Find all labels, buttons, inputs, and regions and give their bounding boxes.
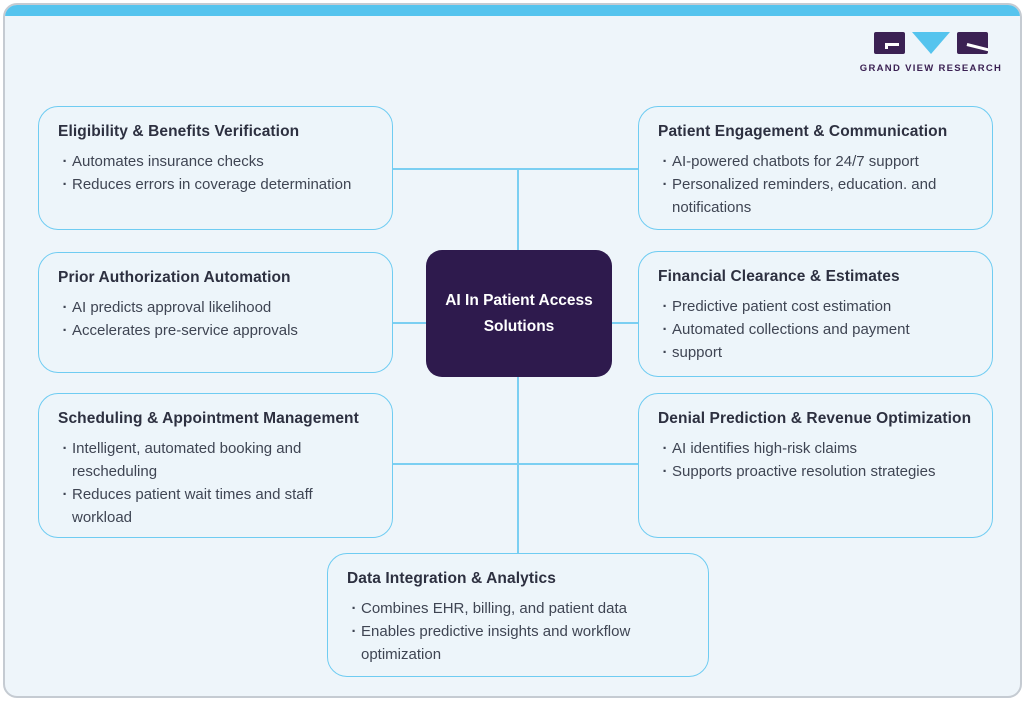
card-prior-authorization-automation: Prior Authorization Automation AI predic… <box>38 252 393 373</box>
logo-g-block-icon <box>874 32 905 54</box>
bullet-list: Predictive patient cost estimation Autom… <box>658 295 974 364</box>
bullet-list: AI identifies high-risk claims Supports … <box>658 437 974 483</box>
bullet-item: AI-powered chatbots for 24/7 support <box>658 150 974 173</box>
bullet-item: Accelerates pre-service approvals <box>58 319 374 342</box>
bullet-dot <box>658 437 672 460</box>
bullet-dot <box>658 295 672 318</box>
card-eligibility-benefits-verification: Eligibility & Benefits Verification Auto… <box>38 106 393 230</box>
card-data-integration-analytics: Data Integration & Analytics Combines EH… <box>327 553 709 677</box>
bullet-dot <box>58 437 72 460</box>
bullet-list: Automates insurance checks Reduces error… <box>58 150 374 196</box>
bullet-item: Enables predictive insights and workflow… <box>347 620 690 666</box>
bullet-list: Intelligent, automated booking and resch… <box>58 437 374 529</box>
connector-mid-left <box>393 322 426 324</box>
bullet-list: AI-powered chatbots for 24/7 support Per… <box>658 150 974 219</box>
bullet-dot <box>658 460 672 483</box>
center-node-ai-patient-access: AI In Patient Access Solutions <box>426 250 612 377</box>
card-title: Prior Authorization Automation <box>58 269 291 286</box>
logo-v-triangle-icon <box>912 32 950 54</box>
bullet-item: Personalized reminders, education. and n… <box>658 173 974 219</box>
card-title: Eligibility & Benefits Verification <box>58 123 300 140</box>
connector-mid-right <box>612 322 640 324</box>
bullet-list: AI predicts approval likelihood Accelera… <box>58 296 374 342</box>
bullet-item: Automates insurance checks <box>58 150 374 173</box>
bullet-dot <box>658 173 672 196</box>
bullet-dot <box>347 620 361 643</box>
card-title: Data Integration & Analytics <box>347 570 556 587</box>
bullet-dot <box>347 597 361 620</box>
bullet-dot <box>58 319 72 342</box>
connector-top-horizontal <box>393 168 640 170</box>
bullet-dot <box>58 150 72 173</box>
bullet-item: Reduces patient wait times and staff wor… <box>58 483 374 529</box>
top-accent-bar <box>5 5 1020 16</box>
bullet-dot <box>58 173 72 196</box>
bullet-dot <box>658 341 672 364</box>
bullet-dot <box>658 150 672 173</box>
card-financial-clearance-estimates: Financial Clearance & Estimates Predicti… <box>638 251 993 377</box>
card-denial-prediction-revenue-optimization: Denial Prediction & Revenue Optimization… <box>638 393 993 538</box>
bullet-item: AI identifies high-risk claims <box>658 437 974 460</box>
card-scheduling-appointment-management: Scheduling & Appointment Management Inte… <box>38 393 393 538</box>
bullet-item: Reduces errors in coverage determination <box>58 173 374 196</box>
bullet-item: Supports proactive resolution strategies <box>658 460 974 483</box>
bullet-item: AI predicts approval likelihood <box>58 296 374 319</box>
bullet-item: Automated collections and payment <box>658 318 974 341</box>
logo-marks <box>858 32 1004 56</box>
grand-view-research-logo: GRAND VIEW RESEARCH <box>858 32 1004 74</box>
card-title: Denial Prediction & Revenue Optimization <box>658 410 972 427</box>
bullet-list: Combines EHR, billing, and patient data … <box>347 597 690 666</box>
center-node-title: AI In Patient Access Solutions <box>445 291 593 335</box>
bullet-item: Intelligent, automated booking and resch… <box>58 437 374 483</box>
bullet-dot <box>658 318 672 341</box>
bullet-item: Predictive patient cost estimation <box>658 295 974 318</box>
logo-r-block-icon <box>957 32 988 54</box>
card-title: Scheduling & Appointment Management <box>58 410 359 427</box>
bullet-dot <box>58 483 72 506</box>
connector-bottom-vertical <box>517 377 519 553</box>
card-title: Patient Engagement & Communication <box>658 123 948 140</box>
card-patient-engagement-communication: Patient Engagement & Communication AI-po… <box>638 106 993 230</box>
bullet-dot <box>58 296 72 319</box>
card-title: Financial Clearance & Estimates <box>658 268 900 285</box>
infographic-frame: GRAND VIEW RESEARCH Eligibility & Benefi… <box>3 3 1022 698</box>
logo-wordmark: GRAND VIEW RESEARCH <box>859 63 1003 74</box>
bullet-item: Combines EHR, billing, and patient data <box>347 597 690 620</box>
connector-bottom-horizontal <box>393 463 640 465</box>
connector-top-vertical <box>517 168 519 250</box>
bullet-item: support <box>658 341 974 364</box>
